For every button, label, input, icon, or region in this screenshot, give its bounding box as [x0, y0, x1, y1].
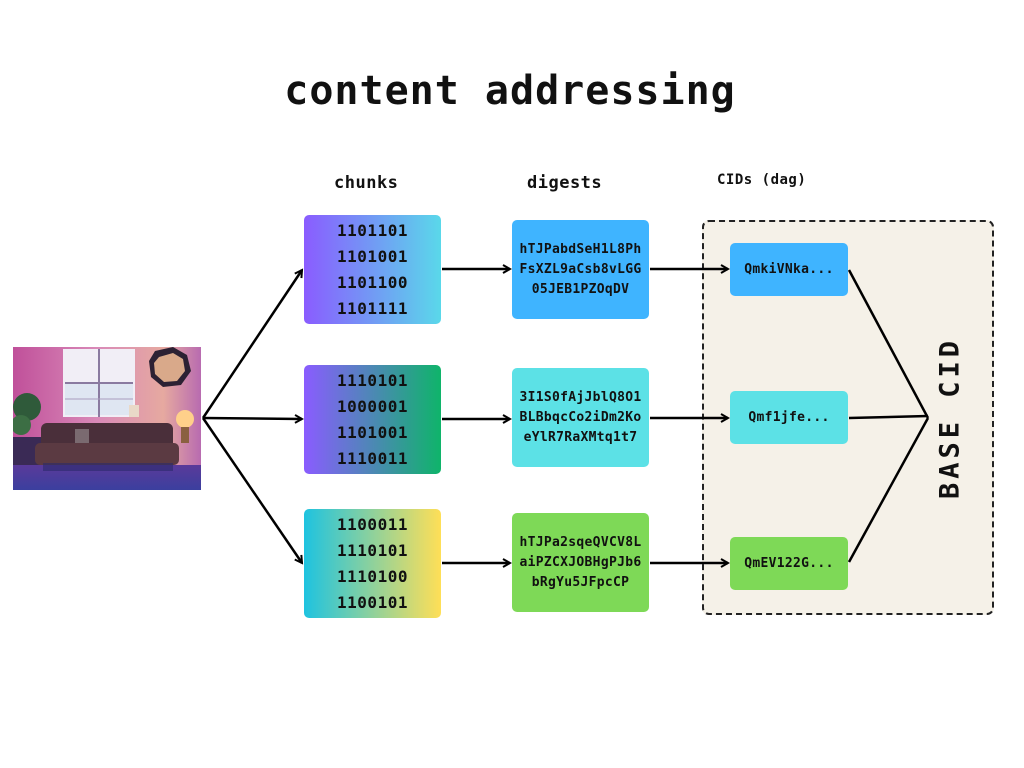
digest-box: hTJPa2sqeQVCV8LaiPZCXJOBHgPJb6bRgYu5JFpc…: [512, 513, 649, 612]
diagram-title: content addressing: [284, 68, 736, 114]
chunks-header: chunks: [334, 173, 399, 193]
chunk-line: 1100101: [337, 592, 408, 612]
cids-header: CIDs (dag): [717, 172, 807, 188]
digest-text: hTJPa2sqeQVCV8LaiPZCXJOBHgPJb6bRgYu5JFpc…: [519, 534, 642, 590]
digests-header: digests: [527, 173, 603, 193]
chunk-line: 1101001: [337, 422, 408, 442]
source-image: [13, 347, 201, 490]
chunk-line: 1000001: [337, 396, 408, 416]
chunk-line: 1100011: [337, 514, 408, 534]
digest-box: 3I1S0fAjJblQ8O1BLBbqcCo2iDm2KoeYlR7RaXMt…: [512, 368, 649, 467]
line-cid-base-2: [848, 414, 929, 420]
cid-box: Qmf1jfe...: [730, 391, 848, 444]
cid-box: QmEV122G...: [730, 537, 848, 590]
chunk-line: 1101001: [337, 246, 408, 266]
chunk-line: 1101111: [337, 298, 408, 318]
chunk-box: 1110101 1000001 1101001 1110011: [304, 365, 441, 474]
chunk-line: 1110100: [337, 566, 408, 586]
digest-text: 3I1S0fAjJblQ8O1BLBbqcCo2iDm2KoeYlR7RaXMt…: [519, 389, 642, 445]
cid-box: QmkiVNka...: [730, 243, 848, 296]
chunk-line: 1110011: [337, 448, 408, 468]
line-cid-base-3: [847, 417, 930, 563]
digest-text: hTJPabdSeH1L8PhFsXZL9aCsb8vLGG05JEB1PZOq…: [519, 241, 642, 297]
line-cid-base-1: [847, 269, 930, 419]
chunk-line: 1101101: [337, 220, 408, 240]
chunk-line: 1101100: [337, 272, 408, 292]
digest-box: hTJPabdSeH1L8PhFsXZL9aCsb8vLGG05JEB1PZOq…: [512, 220, 649, 319]
arrow-image-chunk-1: [201, 270, 302, 419]
chunk-box: 1101101 1101001 1101100 1101111: [304, 215, 441, 324]
arrow-image-chunk-3: [201, 417, 302, 563]
chunk-box: 1100011 1110101 1110100 1100101: [304, 509, 441, 618]
living-room-photo-icon: [13, 347, 201, 490]
chunk-line: 1110101: [337, 540, 408, 560]
chunk-line: 1110101: [337, 370, 408, 390]
arrow-image-chunk-2: [202, 418, 302, 419]
